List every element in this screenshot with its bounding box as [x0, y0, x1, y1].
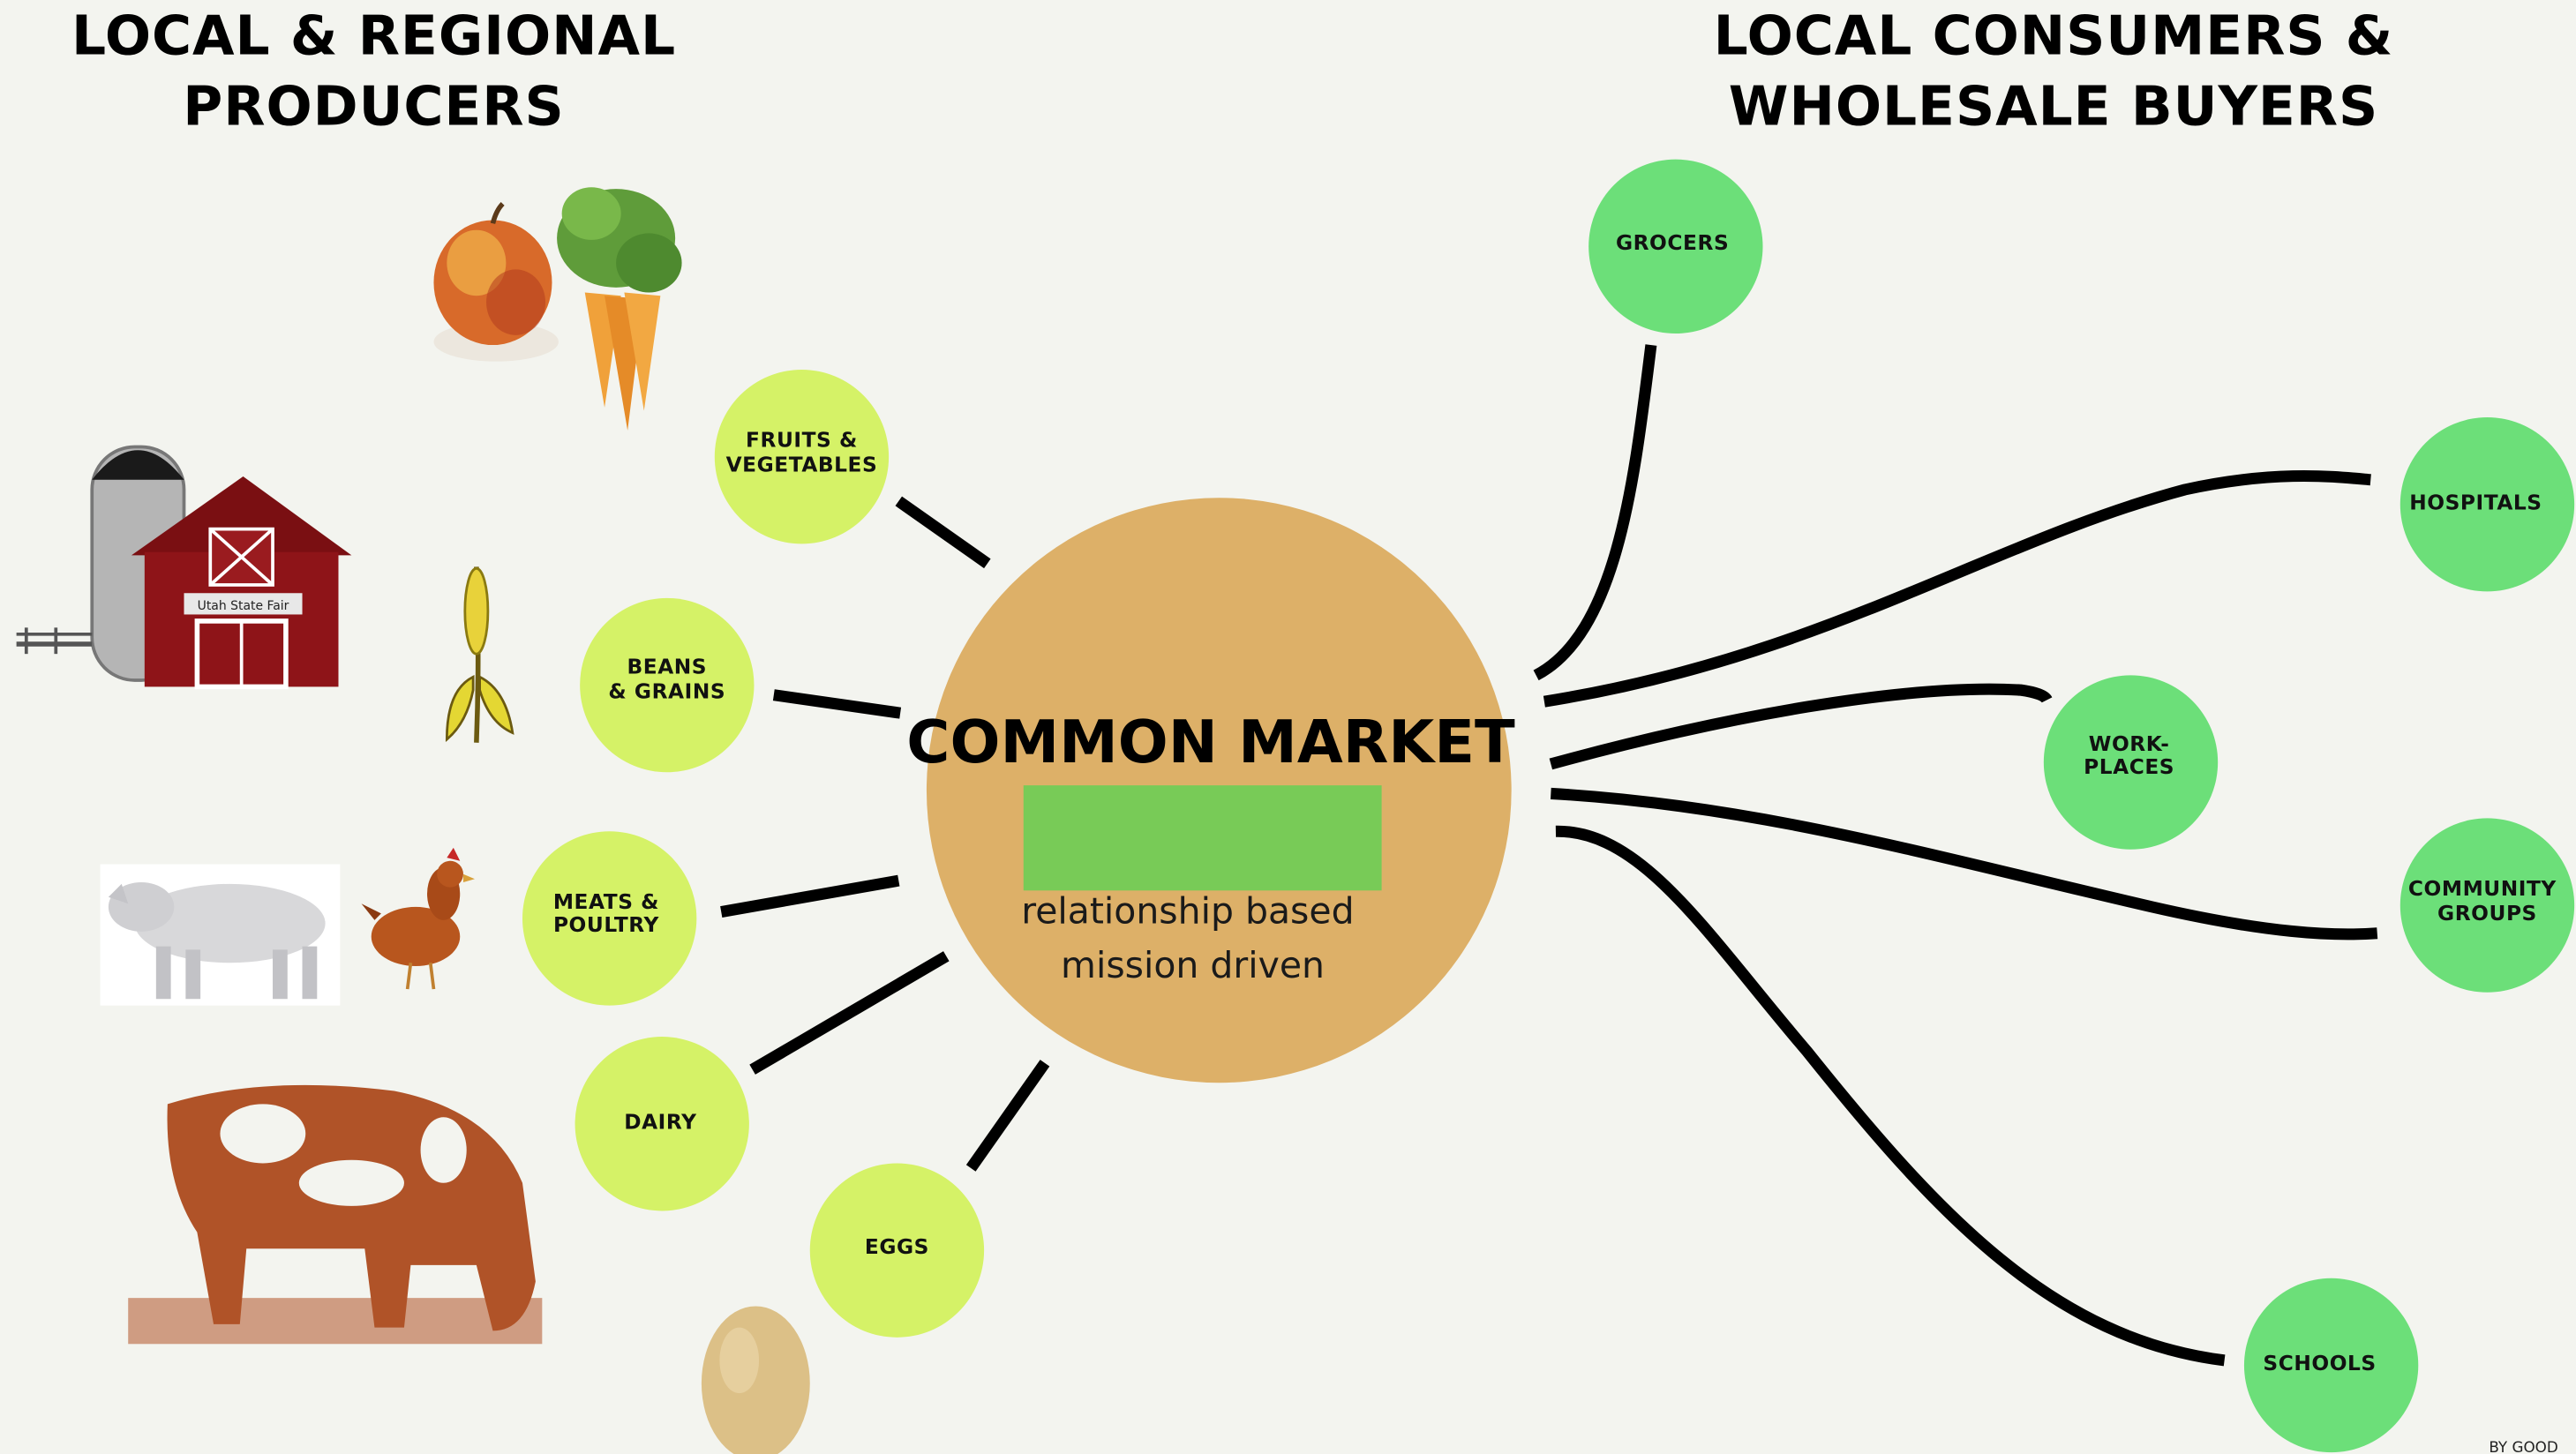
connector-meats-poultry: [720, 874, 900, 918]
connector-fruits-vegetables: [895, 496, 991, 569]
consumer-node-community-groups: COMMUNITY GROUPS: [2400, 818, 2575, 993]
hub-tagline-2: mission driven: [1061, 944, 1325, 986]
node-label: HOSPITALS: [2409, 491, 2542, 514]
producer-node-dairy: DAIRY: [575, 1037, 749, 1211]
consumer-node-workplaces: WORK- PLACES: [2043, 675, 2219, 850]
consumers-heading: LOCAL CONSUMERS & WHOLESALE BUYERS: [1713, 3, 2394, 139]
cow-icon: [128, 1084, 543, 1345]
barn-sign-text: Utah State Fair: [198, 599, 289, 613]
apple-icon: [433, 201, 559, 362]
connector-community-groups: [1550, 787, 2378, 941]
node-label: BEANS: [627, 655, 707, 678]
barn-icon: Utah State Fair: [16, 445, 352, 690]
connector-workplaces: [1549, 683, 2053, 770]
credit-text: BY GOOD: [2489, 1441, 2558, 1454]
producer-connectors: [720, 496, 1050, 1172]
node-label: MEATS &: [553, 890, 659, 914]
consumer-connectors: [1533, 344, 2378, 1367]
node-label: GROCERS: [1616, 231, 1729, 255]
node-label: EGGS: [865, 1235, 929, 1259]
hub-title: COMMON MARKET: [906, 708, 1515, 776]
node-label: VEGETABLES: [726, 453, 878, 476]
node-label: PLACES: [2084, 755, 2174, 779]
carrot-icon: [557, 187, 682, 431]
node-label: COMMUNITY: [2408, 877, 2557, 901]
connector-beans-grains: [772, 689, 902, 719]
producer-node-beans-grains: BEANS & GRAINS: [580, 597, 755, 773]
hub-tagline-1: relationship based: [1021, 890, 1354, 933]
hub-logo-box: [1023, 785, 1382, 891]
chicken-icon: [361, 847, 476, 990]
node-label: SCHOOLS: [2263, 1352, 2376, 1375]
producers-heading: LOCAL & REGIONAL PRODUCERS: [71, 3, 677, 139]
producer-node-eggs: EGGS: [809, 1163, 985, 1338]
consumer-node-hospitals: HOSPITALS: [2400, 416, 2575, 592]
wheat-icon: [445, 566, 514, 743]
pig-icon: [100, 864, 341, 1006]
common-market-hub: COMMON MARKET relationship based mission…: [906, 498, 1515, 1083]
node-label: DAIRY: [624, 1110, 697, 1134]
producer-node-meats-poultry: MEATS & POULTRY: [522, 831, 697, 1006]
node-label: POULTRY: [553, 913, 660, 937]
connector-schools: [1555, 825, 2226, 1367]
connector-grocers: [1533, 344, 1657, 681]
egg-icon: [701, 1306, 810, 1454]
connector-hospitals: [1543, 470, 2371, 708]
node-label: FRUITS &: [746, 429, 858, 453]
consumer-node-schools: SCHOOLS: [2243, 1278, 2419, 1453]
node-label: WORK-: [2089, 732, 2170, 756]
producer-node-fruits-vegetables: FRUITS & VEGETABLES: [714, 369, 890, 544]
consumer-node-grocers: GROCERS: [1588, 159, 1763, 334]
node-label: GROUPS: [2437, 902, 2537, 926]
connector-dairy: [749, 951, 950, 1075]
node-label: & GRAINS: [608, 679, 725, 703]
connector-eggs: [965, 1060, 1050, 1172]
